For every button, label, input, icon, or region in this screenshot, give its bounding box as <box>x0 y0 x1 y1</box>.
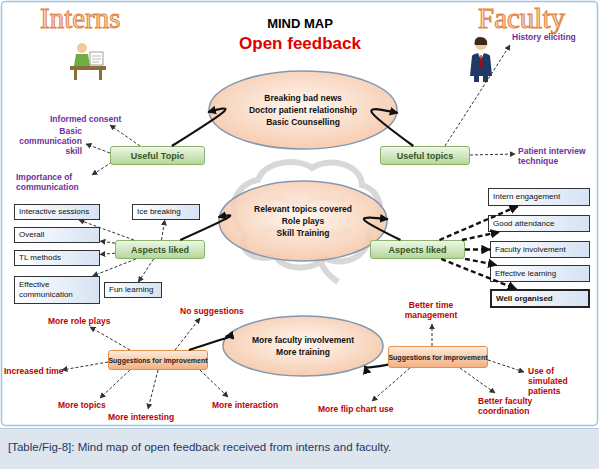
category-box: Aspects liked <box>370 240 465 259</box>
frame <box>2 2 598 426</box>
node-text: Useful topics <box>397 151 454 161</box>
category-box: Aspects liked <box>115 240 205 259</box>
central-ellipse: Breaking bad newsDoctor patient relation… <box>208 70 398 150</box>
connector-arrow <box>465 248 490 250</box>
node-text: Relevant topics covered <box>254 203 352 215</box>
topic-text: Importance of communication <box>16 172 91 192</box>
leader-arrow <box>62 45 524 409</box>
node-text: Intern engagement <box>493 192 585 202</box>
node-text: Suggestions for improvement <box>388 354 487 361</box>
ellipse-outline <box>222 315 384 377</box>
node-text: Useful Topic <box>131 151 184 161</box>
figure-caption: [Table/Fig-8]: Mind map of open feedback… <box>8 441 593 453</box>
item-box: Faculty involvement <box>490 241 590 258</box>
suggestion-text: More interaction <box>212 400 292 410</box>
item-box: Effective learning <box>490 265 590 282</box>
node-text: Aspects liked <box>131 245 189 255</box>
item-box: Ice breaking <box>132 204 200 220</box>
suggestion-text: More interesting <box>108 412 188 422</box>
node-text: Effective learning <box>495 269 585 279</box>
category-box: Useful topics <box>380 146 470 165</box>
topic-text: Informed consent <box>50 114 140 124</box>
node-text: Good attendance <box>493 219 585 229</box>
central-ellipse: More faculty involvementMore training <box>222 315 384 377</box>
suggestion-text: Better time management <box>400 300 462 320</box>
topic-text: Patient interview technique <box>518 146 590 166</box>
category-box: Useful Topic <box>110 146 205 165</box>
node-text: Suggestions for improvement <box>108 357 207 364</box>
suggestion-text: No suggestions <box>180 306 260 316</box>
node-text: Aspects liked <box>388 245 446 255</box>
ellipse-shape <box>219 181 387 261</box>
suggestion-text: Better faculty coordination <box>478 396 550 416</box>
node-text: Breaking bad news <box>264 92 341 104</box>
node-text: Well organised <box>496 294 584 304</box>
item-box: Effective communication <box>14 276 100 304</box>
node-text: Fun learning <box>109 285 157 295</box>
node-text: Effective communication <box>19 280 95 300</box>
node-text: TL methods <box>19 253 95 263</box>
ellipse-shape <box>209 71 397 149</box>
ellipse-shape <box>223 316 383 376</box>
node-text: Basic Counselling <box>266 116 340 128</box>
connector-arrow <box>365 365 388 368</box>
suggestion-text: Use of simulated patients <box>528 366 594 396</box>
node-text: Doctor patient relationship <box>249 104 357 116</box>
connector-arrow <box>100 253 115 254</box>
diagram-title: MIND MAP <box>200 16 400 31</box>
node-text: Role plays <box>282 215 325 227</box>
node-text: Skill Training <box>277 227 330 239</box>
connector-arrow <box>162 220 165 240</box>
side-heading: Faculty <box>478 2 598 34</box>
subtitle: Open feedback <box>200 34 400 54</box>
connector-arrow <box>462 232 499 240</box>
suggestion-text: More flip chart use <box>318 404 408 414</box>
suggestion-text: More role plays <box>48 316 128 326</box>
side-heading: Interns <box>40 2 160 34</box>
suggestion-box: Suggestions for improvement <box>108 350 208 370</box>
topic-text: History eliciting <box>512 32 592 42</box>
central-ellipse: Relevant topics coveredRole playsSkill T… <box>218 180 388 262</box>
node-text: Overall <box>19 230 95 240</box>
topic-text: Basic communication skill <box>2 126 82 156</box>
node-text: More training <box>276 346 330 358</box>
connector-arrow <box>100 241 115 243</box>
item-box: Well organised <box>490 289 590 308</box>
connector-arrow <box>138 259 153 282</box>
node-text: Ice breaking <box>137 207 195 217</box>
faculty-icon <box>470 37 492 82</box>
item-box: Good attendance <box>488 215 590 232</box>
item-box: Interactive sessions <box>14 204 100 220</box>
suggestion-text: Increased time <box>4 366 74 376</box>
node-text: Interactive sessions <box>19 207 95 217</box>
item-box: Intern engagement <box>488 188 590 206</box>
item-box: TL methods <box>14 250 100 266</box>
intern-icon <box>70 43 106 80</box>
node-text: More faculty involvement <box>252 334 354 346</box>
item-box: Fun learning <box>104 282 162 298</box>
item-box: Overall <box>14 227 100 243</box>
suggestion-text: More topics <box>58 400 128 410</box>
suggestion-box: Suggestions for improvement <box>388 346 488 368</box>
node-text: Faculty involvement <box>495 245 585 255</box>
